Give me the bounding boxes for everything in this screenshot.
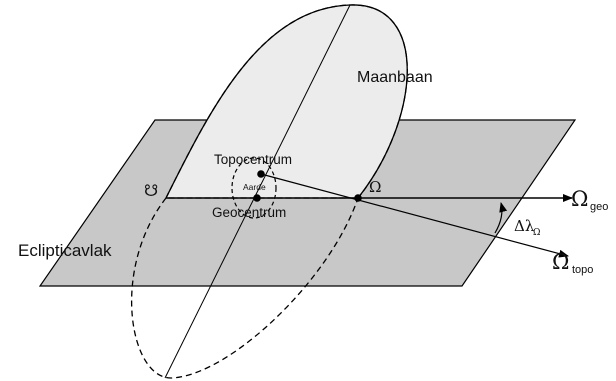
orbit-axis-line [164, 4, 351, 379]
orbit-upper-half [164, 4, 408, 199]
earth-circle [231, 157, 277, 219]
topocentrum-label: Topocentrum [214, 152, 292, 167]
ascending-node-symbol: Ω [369, 178, 381, 196]
ascending-node-point [354, 194, 362, 202]
omega-topo-symbol: Ω [552, 250, 569, 274]
delta-lambda-subscript: Ω [533, 228, 540, 238]
geocentrum-label: Geocentrum [212, 205, 286, 220]
descending-node-symbol: ☋ [144, 181, 158, 200]
orbit-lower-half-dashed [130, 197, 359, 379]
delta-lambda-label: Δλ [514, 217, 535, 235]
maanbaan-label: Maanbaan [357, 69, 433, 86]
topocentre-point [257, 170, 265, 178]
geocentre-point [253, 194, 261, 202]
omega-geo-subscript: geo [590, 201, 608, 213]
node-line-topo [260, 173, 569, 258]
omega-topo-subscript: topo [572, 264, 593, 276]
delta-lambda-arc [494, 202, 508, 234]
ecliptic-plane [38, 119, 577, 287]
omega-geo-symbol: Ω [571, 187, 588, 211]
eclipticavlak-label: Eclipticavlak [18, 241, 112, 260]
aarde-label: Aarde [243, 182, 266, 192]
